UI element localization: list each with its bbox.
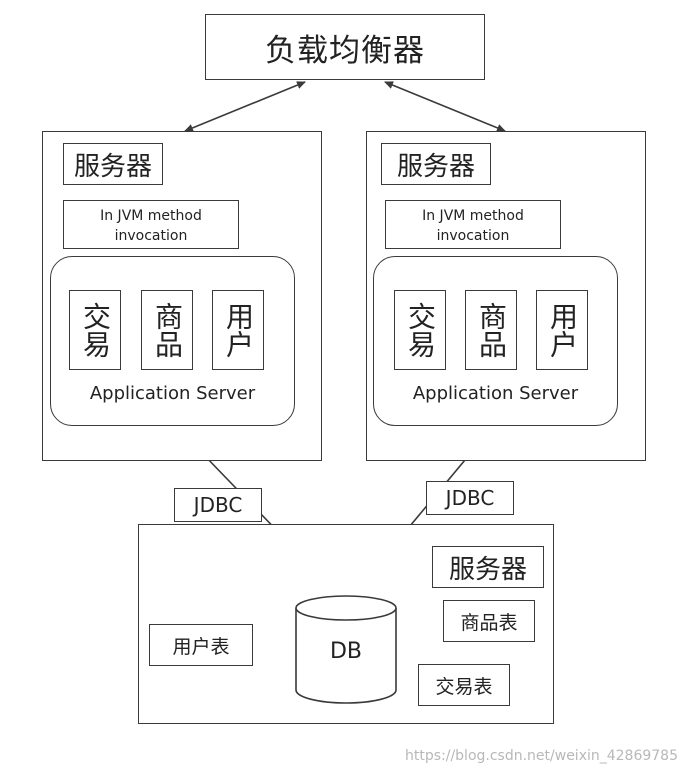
product-table-box: 商品表 [443,600,535,642]
db-server-title-text: 服务器 [448,554,527,585]
left-module-trade: 交易 [69,290,121,370]
trade-table-text: 交易表 [435,675,493,698]
load-balancer-label: 负载均衡器 [265,32,425,69]
watermark: https://blog.csdn.net/weixin_42869785 [404,748,678,764]
trade-table-box: 交易表 [418,664,510,706]
right-module-trade: 交易 [394,290,446,370]
left-module-product-text: 商品 [151,302,184,358]
left-module-user: 用户 [212,290,264,370]
jdbc-right-label: JDBC [426,481,514,515]
left-module-product: 商品 [141,290,193,370]
db-cylinder-icon [295,595,397,704]
right-app-server-label: Application Server [412,383,579,404]
right-module-trade-text: 交易 [404,302,437,358]
right-module-user: 用户 [536,290,588,370]
lb-to-right-server-arrow [384,81,506,132]
lb-to-left-server-arrow [184,81,306,132]
left-jvm-note: In JVM method invocation [63,200,239,249]
db-server-title: 服务器 [432,546,544,588]
left-app-server-label: Application Server [89,383,256,404]
left-module-user-text: 用户 [222,302,255,358]
load-balancer-box: 负载均衡器 [205,14,485,80]
right-module-user-text: 用户 [546,302,579,358]
left-jvm-note-text: In JVM method invocation [100,208,202,244]
jdbc-left-text: JDBC [193,493,243,517]
left-server-title-text: 服务器 [73,151,152,182]
right-jvm-note: In JVM method invocation [385,200,561,249]
right-jvm-note-text: In JVM method invocation [422,208,524,244]
db-label: DB [329,638,363,664]
right-module-product: 商品 [465,290,517,370]
user-table-text: 用户表 [172,635,230,658]
user-table-box: 用户表 [149,624,253,666]
right-server-title-text: 服务器 [396,151,475,182]
product-table-text: 商品表 [460,611,518,634]
right-module-product-text: 商品 [475,302,508,358]
jdbc-right-text: JDBC [445,486,495,510]
right-server-title: 服务器 [381,143,491,185]
left-server-title: 服务器 [63,143,163,185]
left-module-trade-text: 交易 [79,302,112,358]
jdbc-left-label: JDBC [174,488,262,522]
